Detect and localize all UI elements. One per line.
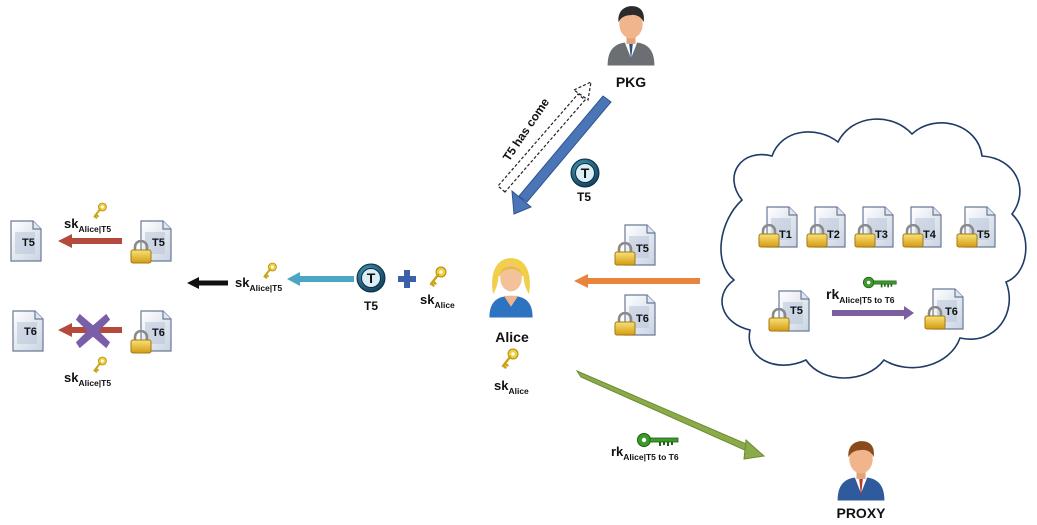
decrypt-sk-label-top: skAlice|T5 [64,216,111,234]
sk-key-icon [93,356,108,373]
black-arrow [187,277,228,289]
doc-label: T5 [977,229,990,241]
cloud-doc-t6-target: T6 [924,288,964,330]
alice-key-icon [501,348,520,369]
proxy-rk-label: rkAlice|T5 to T6 [611,444,679,462]
cloud-doc-t5: T5 [956,206,996,248]
doc-label: T6 [24,326,37,338]
plus-icon [398,270,416,288]
doc-label: T6 [636,313,649,325]
cloud-to-alice-arrow [574,274,700,288]
cloud-doc-t4: T4 [902,206,942,248]
t5-has-come-arrow [497,80,592,193]
doc-label: T5 [636,243,649,255]
sk-key-icon [429,266,448,287]
locked-doc-t5: T5 [130,220,172,264]
cloud-doc-t1: T1 [758,206,798,248]
doc-label: T4 [923,229,937,241]
plain-doc-t5: T5 [10,220,42,262]
pkg-label: PKG [616,74,646,90]
downloaded-doc-t6: T6 [614,294,656,336]
token-letter: T [367,270,376,286]
cloud-doc-t2: T2 [806,206,846,248]
cloud-rk-label: rkAlice|T5 to T6 [826,286,895,305]
middle-sk-label: skAlice [420,292,455,310]
derived-sk-label: skAlice|T5 [235,275,282,293]
doc-label: T2 [827,229,840,241]
teal-arrow [287,272,354,286]
decrypt-sk-label-bottom: skAlice|T5 [64,370,111,388]
doc-label: T1 [779,229,792,241]
locked-doc-t6: T6 [130,310,172,354]
downloaded-doc-t5: T5 [614,224,656,266]
alice-avatar [489,258,533,318]
pkg-avatar [607,6,655,66]
plain-doc-t6: T6 [12,310,44,352]
green-key-icon [636,432,679,448]
sk-key-icon [263,262,278,279]
cloud-shape [720,118,1027,379]
pkg-to-alice-arrow [511,95,612,215]
token-letter: T [581,165,590,181]
doc-label: T6 [152,327,165,339]
alice-sk-label: skAlice [494,378,529,396]
sk-key-icon [93,202,108,219]
proxy-avatar [837,441,885,501]
alice-label: Alice [495,329,529,345]
doc-label: T3 [875,229,888,241]
cloud-doc-t3: T3 [854,206,894,248]
doc-label: T5 [22,237,35,249]
token-t5-label: T5 [364,299,378,313]
doc-label: T6 [945,306,958,318]
token-t5-label: T5 [577,190,591,204]
doc-label: T5 [790,305,803,317]
red-arrow-success [58,234,122,248]
cloud-reencrypt-arrow [832,306,914,320]
alice-to-proxy-arrow [575,369,766,460]
proxy-label: PROXY [836,505,886,521]
doc-label: T5 [152,237,165,249]
cloud-doc-t5-source: T5 [768,290,810,332]
